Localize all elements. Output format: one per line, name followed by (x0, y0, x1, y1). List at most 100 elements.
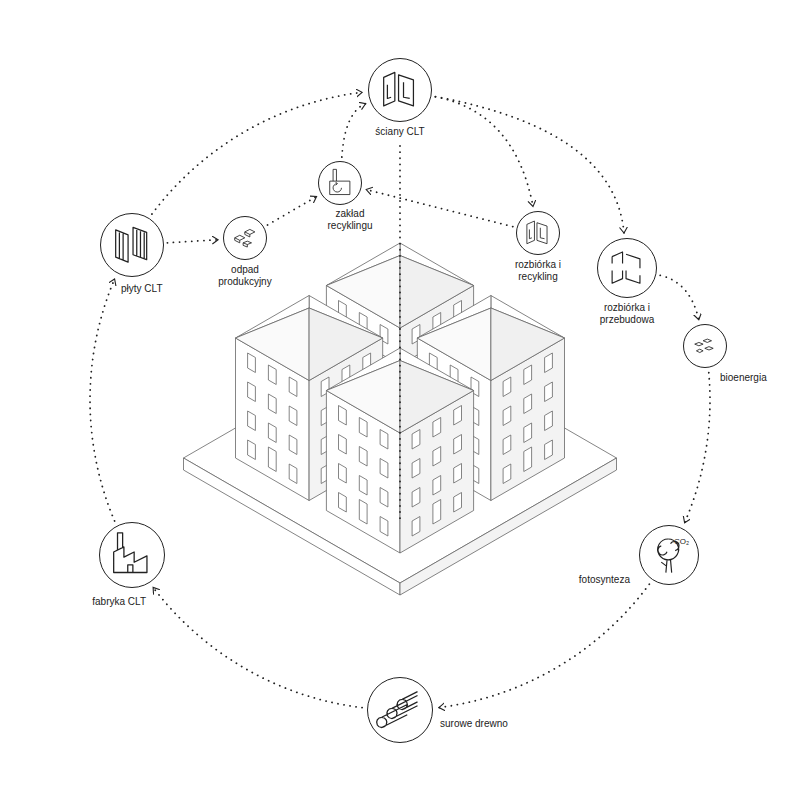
node-circle (223, 216, 267, 260)
window (248, 382, 256, 402)
window (545, 382, 553, 402)
window (268, 423, 276, 443)
dotted-connector (435, 97, 533, 207)
node-icon (688, 329, 722, 363)
node-icon (374, 684, 425, 735)
node-label: płyty CLT (121, 283, 173, 295)
icon-stroke (114, 533, 147, 573)
window (248, 440, 256, 460)
window (545, 353, 553, 373)
node-icon (106, 529, 157, 580)
window (289, 435, 297, 455)
window (412, 459, 420, 479)
window (248, 411, 256, 431)
window (412, 517, 420, 537)
cycle-node: fotosyntezaCO₂ (639, 525, 699, 585)
node-label: ściany CLT (365, 126, 435, 138)
window (524, 394, 532, 414)
cycle-node: surowe drewno (367, 677, 433, 743)
node-icon (604, 245, 650, 291)
icon-stroke (235, 230, 255, 248)
icon-stroke (377, 692, 418, 728)
dotted-connector (439, 584, 649, 707)
node-label: rozbiórka i przebudowa (592, 302, 662, 326)
node-icon (521, 216, 555, 250)
cycle-node: odpad produkcyjny (223, 216, 267, 260)
window (524, 365, 532, 385)
dotted-connector (268, 197, 317, 226)
window (454, 406, 462, 426)
node-circle (100, 213, 164, 277)
dotted-connector (685, 373, 710, 523)
window (503, 406, 511, 426)
node-circle (597, 238, 657, 298)
dotted-connector (90, 279, 115, 521)
window (412, 430, 420, 450)
cycle-node: fabryka CLT (99, 522, 165, 588)
window (380, 430, 388, 450)
window (339, 406, 347, 426)
window (454, 464, 462, 484)
window (268, 394, 276, 414)
node-label: fotosynteza (566, 574, 630, 586)
cycle-node: ściany CLT (368, 58, 432, 122)
node-circle (516, 211, 560, 255)
formula-label: CO₂ (674, 537, 696, 546)
node-icon (375, 65, 425, 115)
window (268, 365, 276, 385)
icon-stroke (527, 221, 547, 244)
window (503, 377, 511, 397)
dotted-connector (660, 275, 699, 319)
node-circle (318, 161, 362, 205)
window (380, 517, 388, 537)
window (380, 459, 388, 479)
cycle-node: rozbiórka i recykling (516, 211, 560, 255)
window (359, 447, 367, 467)
window (503, 435, 511, 455)
icon-stroke (612, 252, 640, 283)
node-icon (107, 220, 157, 270)
window (545, 440, 553, 460)
window (433, 476, 441, 496)
dotted-connector (167, 240, 218, 243)
node-icon (323, 166, 357, 200)
node-label: odpad produkcyjny (214, 264, 276, 288)
window (545, 411, 553, 431)
dotted-connector (152, 92, 362, 214)
window (503, 464, 511, 484)
cycle-node: rozbiórka i przebudowa (597, 238, 657, 298)
dotted-connector (153, 587, 362, 707)
window (433, 500, 441, 525)
node-icon (228, 221, 262, 255)
node-label: fabryka CLT (84, 596, 146, 608)
window (359, 418, 367, 438)
window (380, 488, 388, 508)
axis-dotted-line (399, 146, 401, 520)
window (454, 435, 462, 455)
node-circle (367, 677, 433, 743)
window (289, 406, 297, 426)
icon-stroke (384, 73, 414, 106)
icon-stroke (115, 228, 146, 263)
cycle-node: bioenergia (683, 324, 727, 368)
node-circle (99, 522, 165, 588)
window (359, 476, 367, 496)
node-label: zakład recyklingu (320, 208, 380, 232)
window (339, 435, 347, 455)
window (339, 493, 347, 513)
window (359, 500, 367, 525)
node-label: rozbiórka i recykling (508, 259, 568, 283)
window (289, 377, 297, 397)
window (524, 447, 532, 472)
icon-stroke (695, 339, 713, 352)
window (412, 488, 420, 508)
window (289, 464, 297, 484)
dotted-connector (366, 190, 513, 227)
window (524, 423, 532, 443)
window (339, 464, 347, 484)
dotted-connector (342, 104, 366, 157)
window (454, 493, 462, 513)
node-circle (368, 58, 432, 122)
icon-stroke (330, 170, 350, 195)
